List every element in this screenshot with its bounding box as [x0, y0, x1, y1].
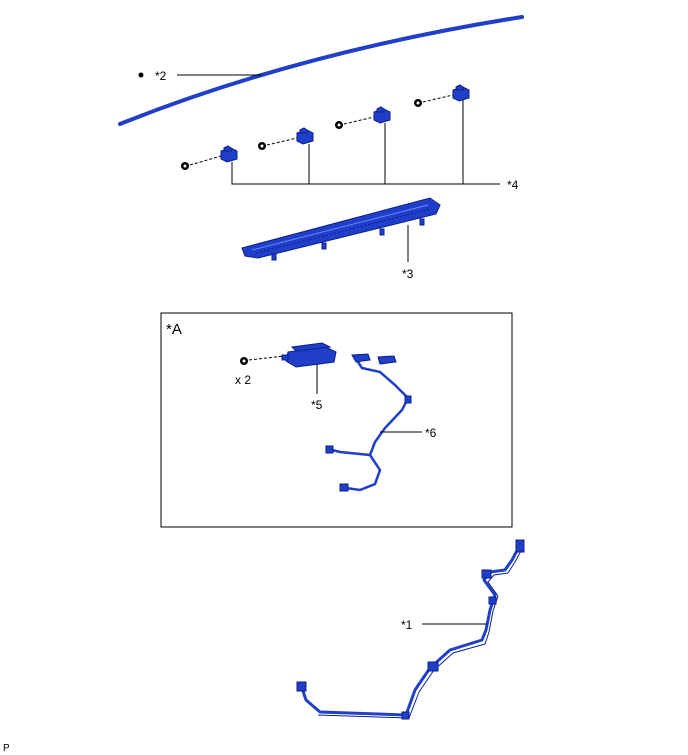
label-part-1: *1	[401, 618, 413, 632]
inset-frame	[160, 312, 513, 528]
label-part-6: *6	[425, 426, 437, 440]
clip-2	[296, 127, 314, 145]
leader-part-4	[231, 162, 500, 185]
label-part-4: *4	[507, 178, 519, 192]
module-part	[281, 342, 337, 368]
screw-3	[335, 121, 343, 129]
label-inset: *A	[166, 321, 182, 338]
small-harness-part	[325, 353, 412, 492]
module-screw	[240, 357, 248, 365]
clip-3	[373, 106, 391, 124]
corner-code: P	[3, 743, 10, 754]
bullet-dot	[138, 72, 144, 78]
clip-4	[452, 84, 470, 102]
label-quantity: x 2	[235, 373, 251, 387]
garnish-part	[241, 197, 441, 261]
trim-strip-part	[118, 15, 524, 126]
label-part-5: *5	[311, 398, 323, 412]
clip-group	[181, 84, 500, 185]
screw-2	[258, 142, 266, 150]
screw-4	[414, 99, 422, 107]
label-part-2: *2	[155, 69, 167, 83]
clip-1	[220, 145, 238, 163]
screw-1	[181, 162, 189, 170]
label-part-3: *3	[402, 267, 414, 281]
main-harness-part	[296, 539, 525, 720]
